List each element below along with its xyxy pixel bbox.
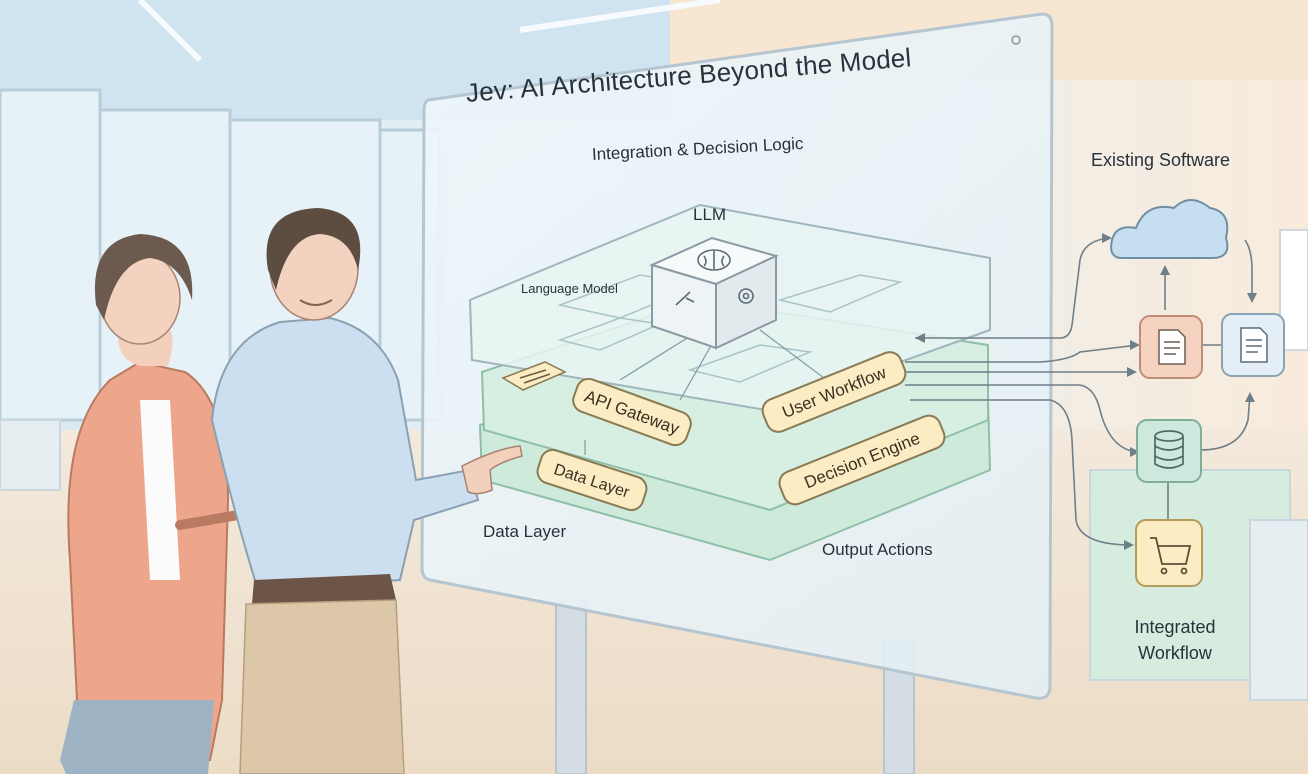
shopping-cart-icon: [1150, 537, 1192, 575]
api-plug-icon: [519, 369, 551, 384]
integrated-workflow-label: Integrated Workflow: [1120, 614, 1230, 666]
integrated-workflow-line1: Integrated: [1134, 617, 1216, 637]
language-model-label: Language Model: [521, 281, 618, 296]
brain-icon: [697, 249, 731, 271]
database-tile: [1136, 419, 1202, 483]
arrow-heads: [915, 233, 1257, 550]
integrated-workflow-line2: Workflow: [1138, 643, 1212, 663]
document-tile-orange: [1139, 315, 1203, 379]
existing-software-label: Existing Software: [1091, 150, 1231, 170]
person-woman: [60, 234, 243, 774]
tool-icon: [675, 291, 695, 306]
integrated-workflow-tile: [1135, 519, 1203, 587]
database-icon: [1154, 430, 1184, 469]
data-layer-caption: Data Layer: [483, 522, 567, 541]
output-actions-caption: Output Actions: [822, 540, 933, 559]
cloud-icon: [1110, 199, 1229, 259]
ceiling-light: [137, 0, 203, 63]
flow-arrows: [905, 237, 1253, 546]
wall-poster: [1279, 229, 1308, 351]
document-icon: [1158, 329, 1186, 365]
person-man: [210, 208, 523, 774]
document-tile-blue: [1221, 313, 1285, 377]
document-icon: [1240, 327, 1268, 363]
settings-icon: [738, 288, 754, 304]
api-plug-tile: [501, 361, 567, 391]
llm-label: LLM: [693, 205, 727, 224]
ceiling-light: [519, 0, 721, 33]
llm-cube: [649, 236, 779, 350]
